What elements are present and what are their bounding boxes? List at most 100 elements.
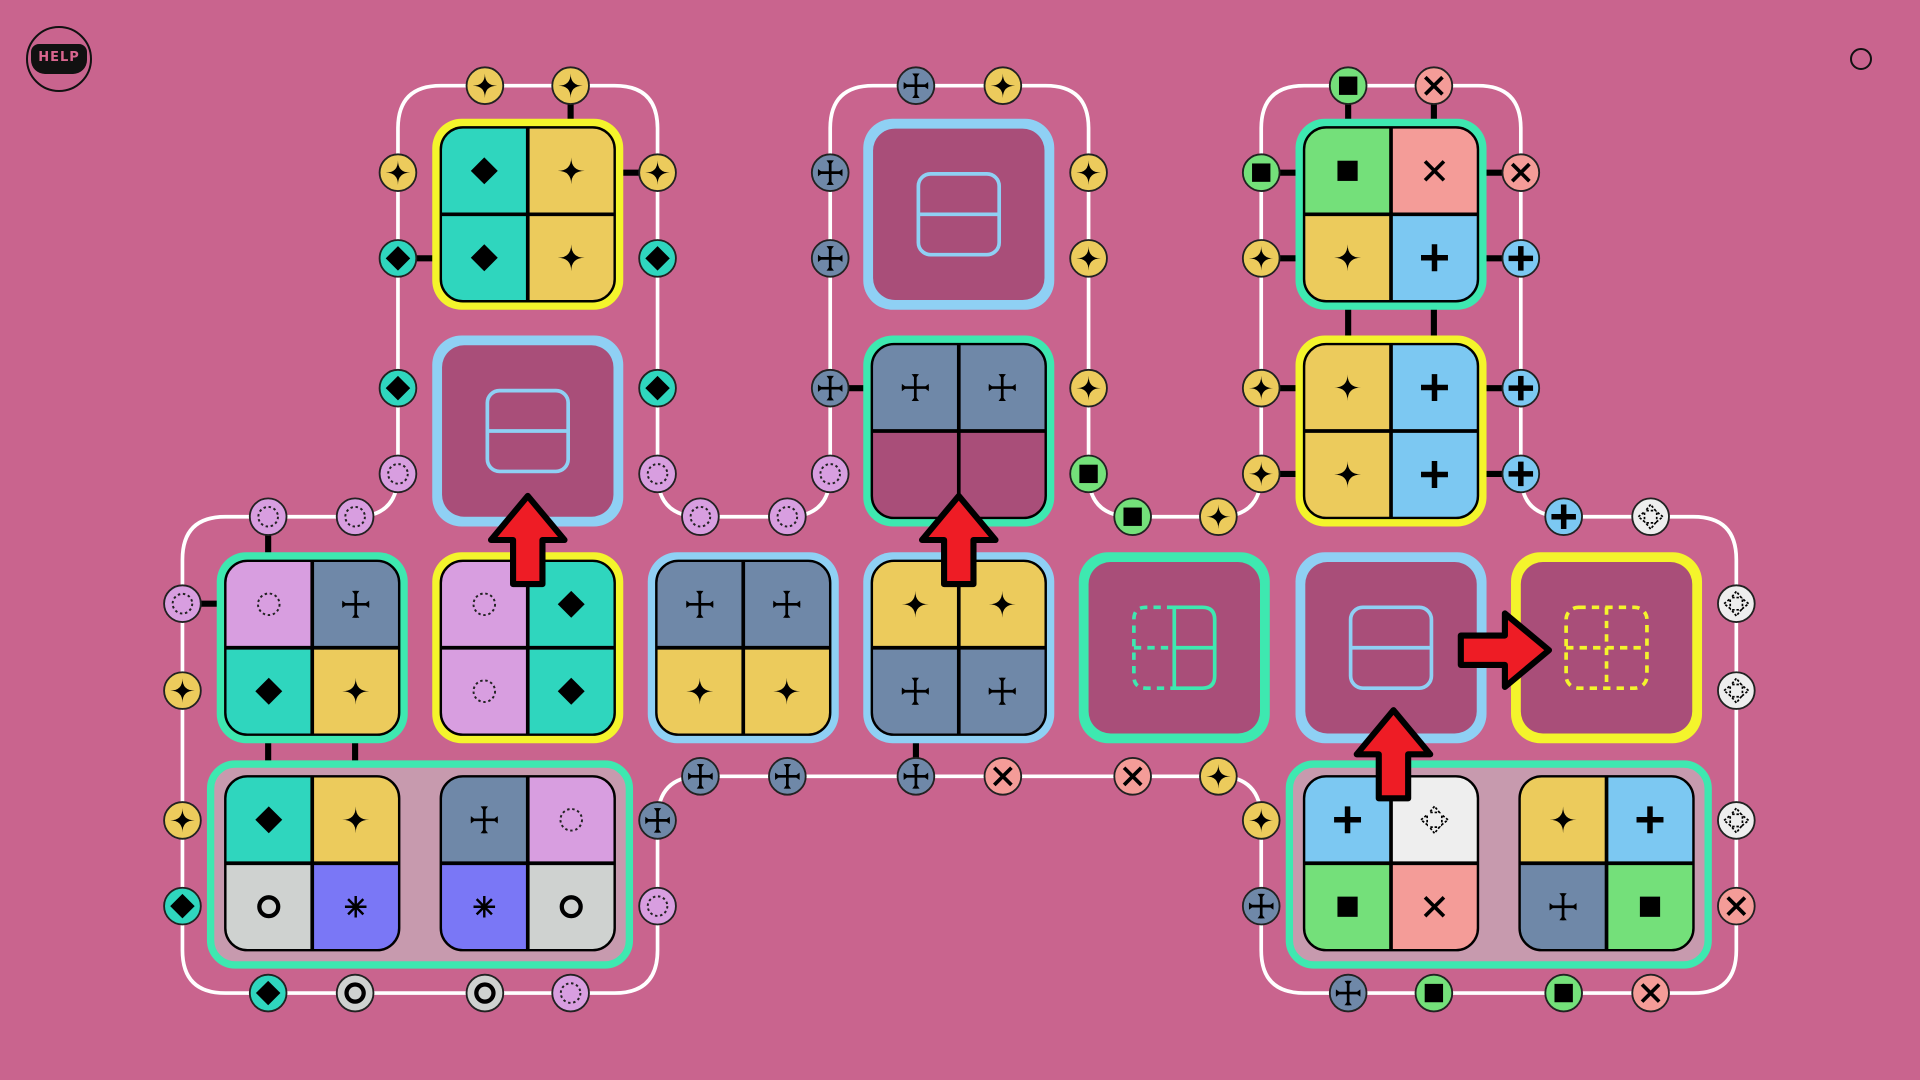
- dotcircle-icon: [257, 592, 281, 617]
- token-square[interactable]: [1113, 497, 1152, 537]
- token-star[interactable]: [1241, 368, 1281, 408]
- token-fourarrow[interactable]: [638, 801, 677, 840]
- token-square[interactable]: [1069, 454, 1108, 494]
- token-ring[interactable]: [335, 973, 375, 1013]
- dotcross-icon: [1419, 804, 1450, 835]
- token-fourarrow[interactable]: [896, 757, 936, 796]
- token-star[interactable]: [465, 66, 505, 106]
- square-icon: [1337, 160, 1358, 181]
- token-square[interactable]: [1544, 973, 1583, 1013]
- token-dotcircle[interactable]: [163, 584, 202, 623]
- star-icon: [1334, 244, 1362, 272]
- token-fourarrow[interactable]: [810, 153, 850, 192]
- token-star[interactable]: [163, 801, 202, 840]
- token-star[interactable]: [1069, 368, 1108, 408]
- token-square[interactable]: [1241, 153, 1281, 192]
- diamond-icon: [557, 590, 585, 618]
- token-dotcross[interactable]: [1631, 497, 1670, 537]
- token-dotcross[interactable]: [1717, 801, 1756, 840]
- fourarrow-icon: [817, 160, 843, 185]
- token-dotcircle[interactable]: [638, 886, 677, 926]
- token-dotcircle[interactable]: [378, 454, 418, 494]
- menu-circle-button[interactable]: [1850, 48, 1872, 70]
- token-x[interactable]: [1113, 757, 1152, 796]
- token-fourarrow[interactable]: [681, 757, 720, 796]
- token-diamond[interactable]: [378, 239, 418, 278]
- token-plus[interactable]: [1544, 497, 1583, 537]
- token-fourarrow[interactable]: [810, 368, 850, 408]
- token-star[interactable]: [1069, 153, 1108, 192]
- tile[interactable]: [432, 335, 624, 527]
- token-star[interactable]: [1241, 239, 1281, 278]
- token-square[interactable]: [1414, 973, 1454, 1013]
- token-dotcircle[interactable]: [551, 973, 590, 1013]
- token-fourarrow[interactable]: [896, 66, 936, 106]
- token-dotcircle[interactable]: [681, 497, 720, 537]
- token-star[interactable]: [1199, 757, 1238, 796]
- token-square[interactable]: [1328, 66, 1368, 106]
- square-icon: [1123, 507, 1142, 526]
- token-plus[interactable]: [1501, 454, 1541, 494]
- token-dotcircle[interactable]: [335, 497, 375, 537]
- tile[interactable]: [1295, 335, 1487, 527]
- token-fourarrow[interactable]: [810, 239, 850, 278]
- tile[interactable]: [1295, 118, 1487, 310]
- token-star[interactable]: [378, 153, 418, 192]
- token-diamond[interactable]: [638, 368, 677, 408]
- token-plus[interactable]: [1501, 239, 1541, 278]
- token-fourarrow[interactable]: [1328, 973, 1368, 1013]
- token-diamond[interactable]: [163, 886, 202, 926]
- star-icon: [645, 160, 670, 185]
- tile[interactable]: [647, 552, 839, 744]
- token-x[interactable]: [1414, 66, 1454, 106]
- token-x[interactable]: [1717, 886, 1756, 926]
- token-dotcircle[interactable]: [638, 454, 677, 494]
- token-dotcross[interactable]: [1717, 671, 1756, 710]
- split-horizontal-icon: [1348, 605, 1434, 691]
- tile[interactable]: [1518, 775, 1695, 952]
- tile[interactable]: [1295, 552, 1487, 744]
- token-dotcircle[interactable]: [248, 497, 288, 537]
- token-x[interactable]: [1631, 973, 1670, 1013]
- split-horizontal-icon: [916, 172, 1002, 257]
- tile[interactable]: [1302, 775, 1480, 952]
- star-icon: [557, 157, 585, 185]
- help-button[interactable]: HELP: [26, 26, 92, 92]
- tile[interactable]: [1511, 552, 1703, 744]
- token-diamond[interactable]: [378, 368, 418, 408]
- tile[interactable]: [863, 335, 1055, 527]
- token-x[interactable]: [983, 757, 1023, 796]
- token-plus[interactable]: [1501, 368, 1541, 408]
- token-star[interactable]: [163, 671, 202, 710]
- token-star[interactable]: [638, 153, 677, 192]
- token-dotcross[interactable]: [1717, 584, 1756, 623]
- plus-icon: [1508, 461, 1534, 487]
- token-ring[interactable]: [465, 973, 505, 1013]
- token-dotcircle[interactable]: [768, 497, 807, 537]
- ring-icon: [344, 982, 366, 1004]
- tile-quadrant: [527, 776, 615, 864]
- tile[interactable]: [1078, 552, 1270, 744]
- tile[interactable]: [224, 775, 401, 952]
- token-fourarrow[interactable]: [1241, 886, 1281, 926]
- tile-quadrant: [527, 863, 615, 951]
- tile[interactable]: [863, 552, 1055, 744]
- token-x[interactable]: [1501, 153, 1541, 192]
- token-star[interactable]: [1241, 454, 1281, 494]
- token-dotcircle[interactable]: [810, 454, 850, 494]
- tile[interactable]: [432, 118, 624, 310]
- tile[interactable]: [216, 552, 408, 744]
- token-diamond[interactable]: [248, 973, 288, 1013]
- diamond-icon: [557, 677, 585, 705]
- token-star[interactable]: [983, 66, 1023, 106]
- token-diamond[interactable]: [638, 239, 677, 278]
- tile[interactable]: [863, 118, 1055, 310]
- token-star[interactable]: [551, 66, 590, 106]
- token-star[interactable]: [1241, 801, 1281, 840]
- dotcircle-icon: [646, 895, 669, 917]
- token-fourarrow[interactable]: [768, 757, 807, 796]
- tile[interactable]: [439, 775, 616, 952]
- token-star[interactable]: [1069, 239, 1108, 278]
- token-star[interactable]: [1199, 497, 1238, 537]
